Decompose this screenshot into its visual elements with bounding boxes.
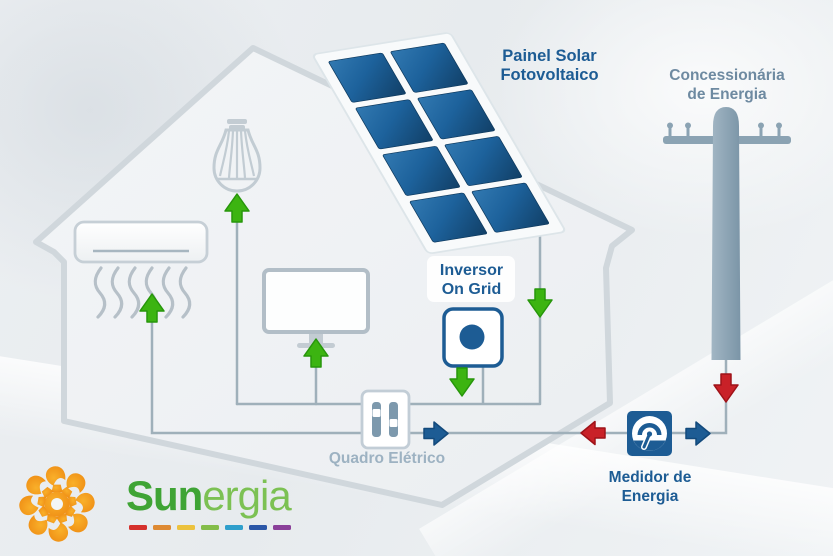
panel-cell bbox=[355, 99, 433, 150]
wire-meter-to-pole bbox=[669, 356, 728, 435]
panel-cell bbox=[390, 42, 468, 93]
brand-dash bbox=[153, 525, 171, 530]
lightbulb-icon bbox=[212, 119, 262, 193]
brand-dash bbox=[177, 525, 195, 530]
brand-dash bbox=[129, 525, 147, 530]
label-energy-meter: Medidor de Energia bbox=[608, 469, 692, 505]
sun-logo-icon bbox=[19, 466, 95, 542]
brand-dash bbox=[249, 525, 267, 530]
brand-name-bold: Sun bbox=[126, 472, 203, 519]
panel-cell bbox=[382, 146, 460, 196]
flow-arrow-left-meter bbox=[580, 420, 606, 446]
panel-cell bbox=[444, 136, 522, 186]
flow-arrow-right-meter bbox=[685, 421, 711, 446]
flow-arrow-up-lightbulb bbox=[224, 193, 250, 223]
flow-arrow-down-inverter bbox=[449, 367, 475, 397]
panel-cell bbox=[471, 182, 550, 233]
label-solar-panel: Painel Solar Fotovoltaico bbox=[500, 47, 599, 84]
flow-arrow-up-tv bbox=[303, 338, 329, 368]
inverter-icon bbox=[427, 256, 515, 368]
brand-name: Sunergia bbox=[126, 472, 292, 520]
label-inverter: Inversor On Grid bbox=[439, 262, 504, 298]
utility-pole-icon bbox=[663, 107, 791, 360]
brand-dash bbox=[201, 525, 219, 530]
switchboard-icon bbox=[360, 389, 411, 450]
energy-meter-icon bbox=[627, 411, 672, 456]
solar-panel bbox=[312, 32, 566, 254]
brand-name-light: ergia bbox=[202, 472, 291, 519]
flow-arrow-up-ac bbox=[139, 293, 165, 323]
pole-insulator-pins bbox=[667, 122, 782, 136]
label-utility-company: Concessionária de Energia bbox=[669, 67, 785, 103]
flow-arrow-down-panel bbox=[527, 288, 553, 318]
brand-dash bbox=[273, 525, 291, 530]
brand-dashes bbox=[129, 525, 291, 530]
flow-arrow-down-grid bbox=[713, 373, 739, 403]
wire-ac bbox=[150, 316, 365, 435]
flow-arrow-right-switchboard bbox=[423, 421, 449, 446]
panel-cell bbox=[409, 192, 488, 243]
label-switchboard: Quadro Elétrico bbox=[328, 450, 446, 467]
panel-cell bbox=[328, 52, 406, 103]
air-conditioner-icon bbox=[73, 220, 209, 319]
brand-dash bbox=[225, 525, 243, 530]
ac-airflow-waves bbox=[93, 266, 192, 319]
panel-cell bbox=[417, 89, 495, 140]
